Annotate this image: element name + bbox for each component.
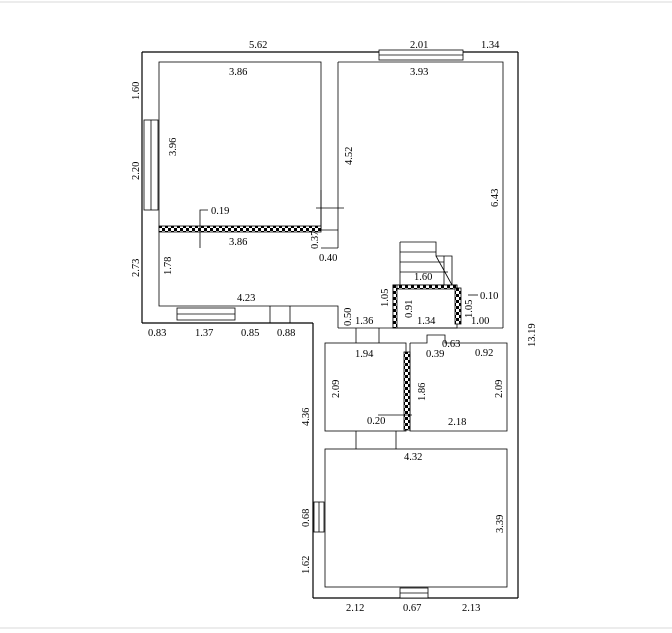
stairs — [399, 241, 453, 286]
dim-door-a: 0.37 — [310, 231, 321, 249]
dim-left-window: 2.20 — [131, 162, 142, 180]
dim-bottom-window: 0.67 — [403, 603, 421, 614]
dim-hall-width: 4.23 — [237, 293, 255, 304]
dim-mid-side: 4.36 — [301, 408, 312, 426]
dim-partition-offset: 0.19 — [211, 206, 229, 217]
dim-bottom-window-b: 1.62 — [301, 556, 312, 574]
windows — [143, 49, 464, 599]
dim-mid-wall-gap: 0.20 — [367, 416, 385, 427]
dim-corridor-f: 1.00 — [471, 316, 489, 327]
dim-left-top: 1.60 — [131, 82, 142, 100]
dim-nw-height: 3.96 — [168, 138, 179, 156]
dim-left-bottom: 2.73 — [131, 259, 142, 277]
dim-ne-height-b: 6.43 — [490, 189, 501, 207]
dim-mid-left-width: 1.94 — [355, 349, 374, 360]
dim-stairs-depth: 1.05 — [464, 300, 475, 318]
dim-hall-height: 1.78 — [163, 257, 174, 275]
inner-walls — [158, 61, 508, 588]
dim-bottom-seg-a: 2.12 — [346, 603, 364, 614]
dim-bottom-seg-4: 0.88 — [277, 328, 295, 339]
dim-bottom-window-a: 0.68 — [301, 509, 312, 527]
dim-bottom-seg-2: 1.37 — [195, 328, 213, 339]
stair-hatch-top — [392, 284, 458, 290]
dim-bottom-seg-1: 0.83 — [148, 328, 166, 339]
dim-mid-right-right: 0.92 — [475, 348, 493, 359]
mid-wall-hatch — [403, 351, 411, 431]
dim-mid-left-height: 2.09 — [331, 380, 342, 398]
stair-hatch-left — [392, 284, 398, 329]
dim-partition-width: 3.86 — [229, 237, 247, 248]
dim-mid-right-height: 2.09 — [494, 380, 505, 398]
dimension-leader — [199, 209, 208, 248]
dim-door-b: 0.40 — [319, 253, 337, 264]
dim-corridor-a: 0.50 — [343, 308, 354, 326]
dim-ne-height-a: 4.52 — [344, 147, 355, 165]
outer-walls — [141, 51, 519, 599]
stair-hatch-right — [454, 287, 462, 325]
dim-bottom-seg-b: 2.13 — [462, 603, 480, 614]
dim-bottom-seg-3: 0.85 — [241, 328, 259, 339]
dim-mid-right-width: 2.18 — [448, 417, 466, 428]
dim-ne-width: 3.93 — [410, 67, 428, 78]
dim-corridor-d: 0.91 — [404, 300, 415, 318]
dim-top-right: 1.34 — [481, 40, 500, 51]
dim-nw-width: 3.86 — [229, 67, 247, 78]
dim-bottom-room-height: 3.39 — [495, 515, 506, 533]
dim-top-overall: 5.62 — [249, 40, 267, 51]
dim-mid-right-left: 0.39 — [426, 349, 444, 360]
dim-stairs-width: 1.60 — [414, 272, 432, 283]
dim-bottom-room-width: 4.32 — [404, 452, 422, 463]
dim-top-window: 2.01 — [410, 40, 428, 51]
dim-mid-right-notch: 0.63 — [442, 339, 460, 350]
dim-right-overall: 13.19 — [527, 323, 538, 347]
dim-stairs-gap: 0.10 — [480, 291, 498, 302]
dim-corridor-c: 1.05 — [380, 289, 391, 307]
dim-corridor-e: 1.34 — [417, 316, 436, 327]
hatched-partitions — [158, 225, 462, 431]
partition-hatch-h — [158, 225, 322, 233]
dim-corridor-b: 1.36 — [355, 316, 373, 327]
dim-mid-right-inner: 1.86 — [417, 383, 428, 401]
